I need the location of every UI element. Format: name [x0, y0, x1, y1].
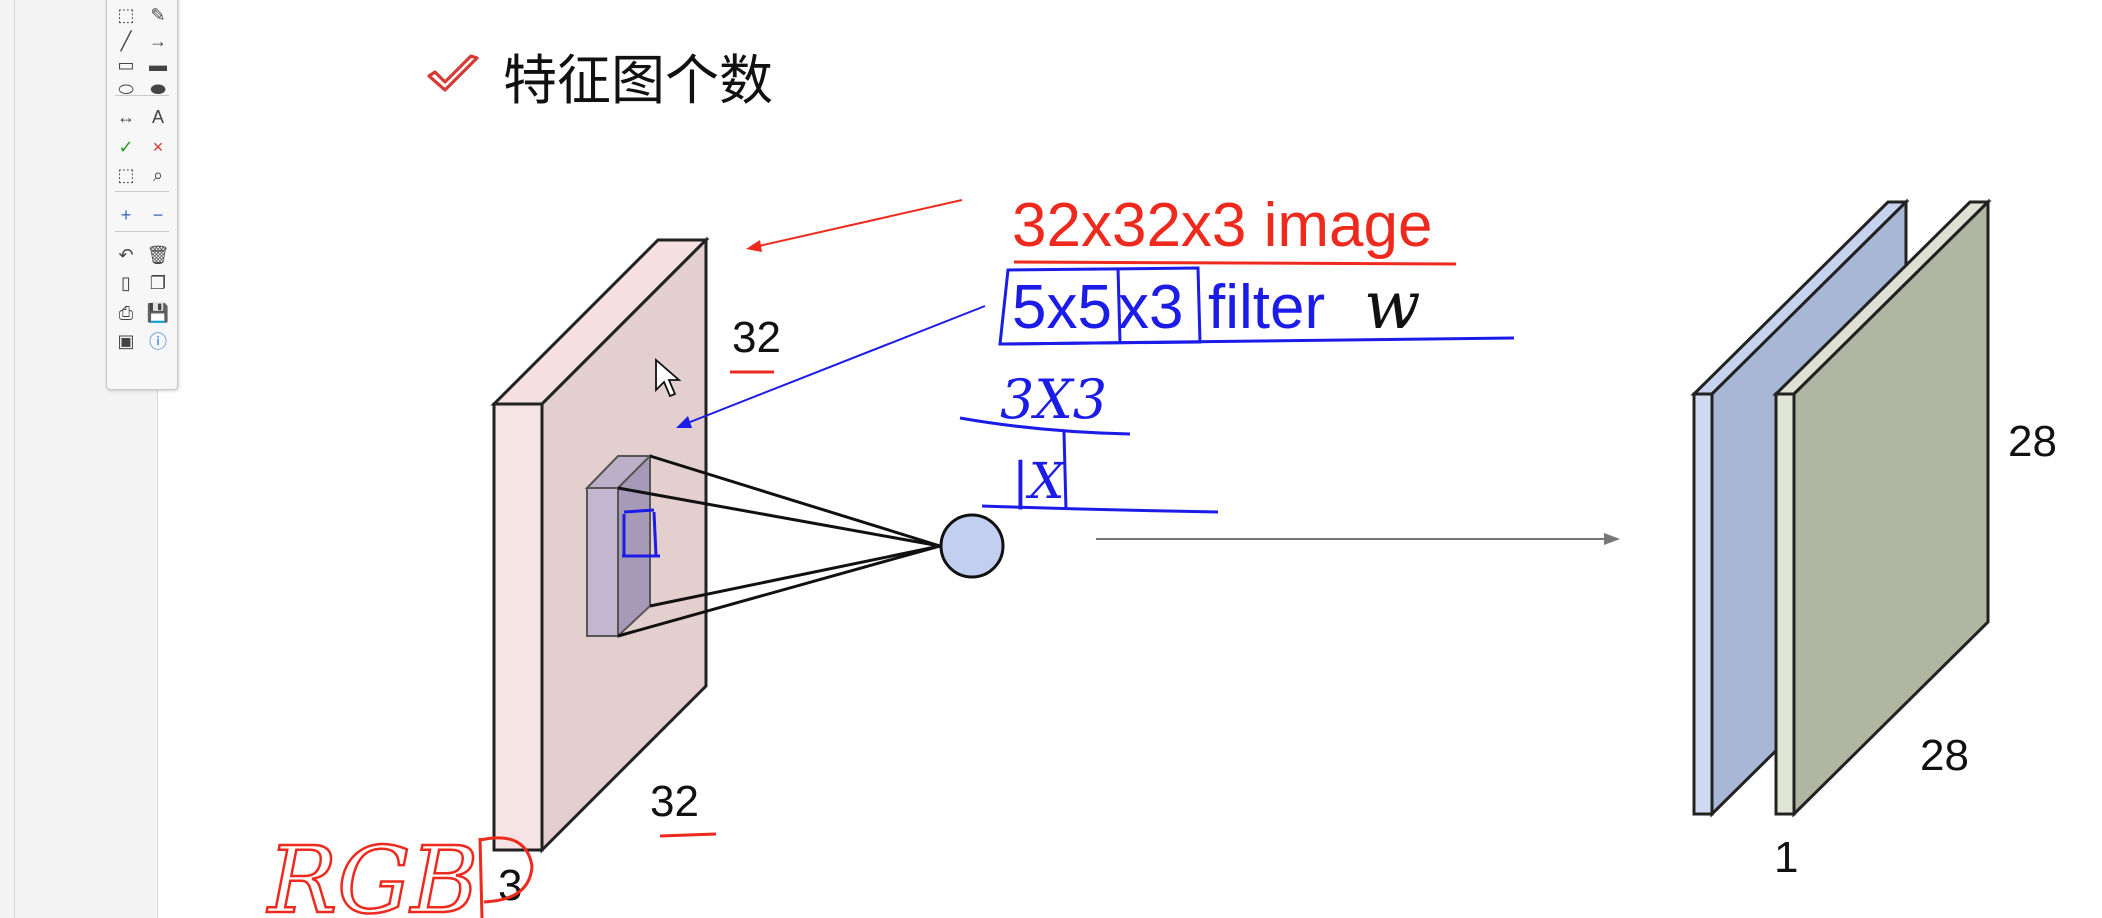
output-activation-green	[1772, 198, 1992, 818]
patch-front	[586, 487, 619, 637]
ellipse-icon[interactable]: ⬭	[118, 78, 134, 99]
new-page-icon[interactable]: ▯	[121, 272, 131, 293]
green-map-front	[1774, 392, 1796, 816]
neuron-circle	[939, 513, 1005, 579]
drawing-toolbar: ⬚✎╱→▭▬⬭⬬↔A✓×⬚⌕+−↶🗑▯❐⎙💾▣ⓘ	[106, 0, 178, 390]
copy-icon[interactable]: ❐	[149, 272, 167, 293]
filter-word-label: filter	[1208, 273, 1325, 342]
toolbar-row: ▯❐	[111, 269, 173, 297]
screen-icon[interactable]: ▣	[117, 330, 135, 351]
double-arrow-icon[interactable]: ↔	[117, 106, 135, 127]
select-icon[interactable]: ⬚	[117, 4, 135, 25]
toolbar-row: ⬭⬬	[111, 75, 173, 103]
filter-highlight-divider	[1116, 267, 1122, 343]
zoom-icon[interactable]: ⌕	[152, 164, 164, 185]
input-width-underline	[659, 832, 717, 838]
handwritten-rgb: RGB	[266, 827, 478, 918]
handwritten-one-x: |X	[1012, 452, 1067, 510]
zoom-in-icon[interactable]: +	[120, 204, 132, 225]
mouse-cursor-icon	[655, 358, 682, 398]
output-depth-label: 1	[1774, 833, 1798, 882]
handwritten-dims: 3X3	[1000, 368, 1107, 431]
toolbar-separator	[115, 231, 169, 232]
input-height-label: 32	[732, 313, 781, 362]
toolbar-row: ⬚⌕	[111, 161, 173, 189]
toolbar-row: ▣ⓘ	[111, 327, 173, 355]
image-caption: 32x32x3 image	[1012, 191, 1433, 260]
connection-line	[617, 544, 941, 638]
input-width-label: 32	[650, 777, 699, 826]
print-icon[interactable]: ⎙	[118, 302, 134, 323]
save-icon[interactable]: 💾	[146, 302, 170, 323]
gutter-divider	[14, 0, 15, 918]
filter-size-label: 5x5	[1012, 273, 1112, 342]
zoom-out-icon[interactable]: −	[152, 204, 164, 225]
handwritten-fraction-line	[959, 416, 1131, 436]
image-pointer-arrowhead	[746, 240, 762, 252]
checkmark-icon	[427, 54, 479, 92]
handwritten-baseline	[981, 504, 1219, 514]
toolbar-row: ▭▬	[111, 51, 173, 79]
cross-icon[interactable]: ×	[152, 136, 164, 157]
filled-rectangle-icon[interactable]: ▬	[149, 54, 167, 75]
blue-map-front	[1692, 392, 1714, 816]
toolbar-row: ↶🗑	[111, 241, 173, 269]
input-volume-front	[492, 402, 544, 852]
output-height-label: 28	[2008, 417, 2057, 466]
toolbar-row: ⬚✎	[111, 1, 173, 29]
text-icon[interactable]: A	[151, 106, 164, 127]
handwritten-vertical-stroke	[1062, 431, 1068, 511]
connection-line	[649, 544, 941, 608]
toolbar-row: ╱→	[111, 27, 173, 55]
filter-depth-label: x3	[1118, 273, 1183, 342]
connection-line	[617, 486, 941, 548]
filled-ellipse-icon[interactable]: ⬬	[150, 78, 166, 99]
connection-line	[649, 454, 941, 548]
filter-weight-symbol: w	[1364, 267, 1421, 344]
output-arrowhead	[1604, 533, 1620, 545]
undo-icon[interactable]: ↶	[118, 244, 134, 265]
filter-highlight-boxes	[998, 266, 1515, 346]
rectangle-icon[interactable]: ▭	[117, 54, 135, 75]
handwritten-patch-mark	[622, 508, 660, 558]
filter-underline	[1001, 336, 1515, 346]
crop-icon[interactable]: ⬚	[117, 164, 135, 185]
title-row: 特征图个数	[425, 40, 773, 112]
toolbar-row: ↔A	[111, 103, 173, 131]
filter-pointer-arrowhead	[676, 416, 692, 428]
image-caption-underline	[1013, 260, 1457, 266]
toolbar-row: ⎙💾	[111, 299, 173, 327]
pen-icon[interactable]: ✎	[150, 4, 166, 25]
line-icon[interactable]: ╱	[120, 30, 132, 51]
toolbar-separator	[115, 95, 169, 96]
arrow-icon[interactable]: →	[149, 30, 167, 51]
filter-pointer-arrow	[679, 305, 986, 427]
slide-title: 特征图个数	[503, 48, 773, 112]
handwritten-depth-box	[478, 836, 534, 918]
input-depth-label: 3	[498, 861, 522, 910]
info-icon[interactable]: ⓘ	[149, 332, 167, 352]
toolbar-row: ✓×	[111, 133, 173, 161]
slide-canvas: 特征图个数	[157, 0, 2102, 918]
delete-icon[interactable]: 🗑	[146, 244, 170, 265]
image-pointer-arrow	[749, 199, 963, 249]
toolbar-row: +−	[111, 201, 173, 229]
check-icon[interactable]: ✓	[118, 136, 134, 157]
toolbar-separator	[115, 191, 169, 192]
output-width-label: 28	[1920, 731, 1969, 780]
receptive-field	[584, 453, 653, 639]
connection-lines	[617, 454, 941, 638]
